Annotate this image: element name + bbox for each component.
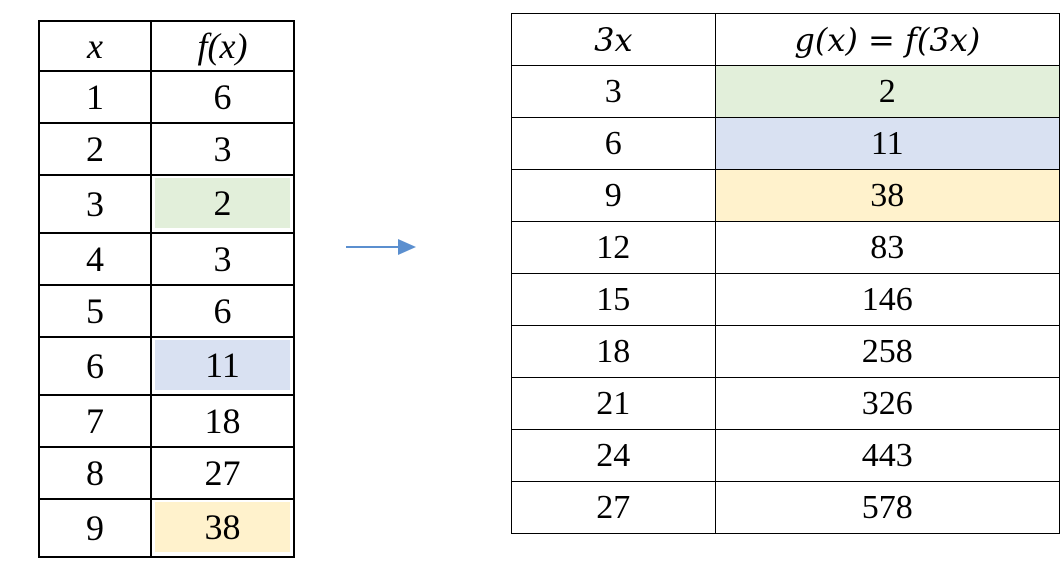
right-cell-3x: 6: [511, 117, 716, 170]
right-cell-gx: 83: [714, 221, 1060, 274]
right-header-gx: g(x) = f(3x): [714, 13, 1060, 66]
left-cell-fx: 11: [150, 336, 295, 396]
right-cell-3x: 18: [511, 325, 716, 378]
left-table-row: 6 11: [38, 336, 295, 396]
right-cell-3x: 27: [511, 481, 716, 534]
right-cell-3x: 15: [511, 273, 716, 326]
right-table-row: 21 326: [511, 377, 1060, 430]
left-cell-x: 5: [38, 284, 152, 338]
right-cell-3x: 12: [511, 221, 716, 274]
left-cell-fx: 2: [150, 174, 295, 234]
left-cell-x: 9: [38, 498, 152, 558]
right-cell-gx: 443: [714, 429, 1060, 482]
right-table-row: 27 578: [511, 481, 1060, 534]
right-cell-gx: 38: [714, 169, 1060, 222]
left-table-row: 2 3: [38, 122, 295, 176]
right-table-row: 18 258: [511, 325, 1060, 378]
right-cell-gx: 2: [714, 65, 1060, 118]
right-cell-gx: 258: [714, 325, 1060, 378]
left-cell-x: 7: [38, 394, 152, 448]
right-table-row: 3 2: [511, 65, 1060, 118]
left-cell-fx: 3: [150, 122, 295, 176]
left-table-row: 9 38: [38, 498, 295, 558]
right-table-row: 9 38: [511, 169, 1060, 222]
left-table-row: 5 6: [38, 284, 295, 338]
right-table-row: 24 443: [511, 429, 1060, 482]
left-cell-fx: 18: [150, 394, 295, 448]
right-table-gx: 3x g(x) = f(3x) 3 2 6 11 9 38 12 83 15 1…: [511, 13, 1060, 534]
left-table-row: 1 6: [38, 70, 295, 124]
left-cell-x: 3: [38, 174, 152, 234]
left-cell-fx: 6: [150, 70, 295, 124]
left-cell-x: 8: [38, 446, 152, 500]
right-cell-3x: 3: [511, 65, 716, 118]
left-table-header-row: x f(x): [38, 20, 295, 72]
right-cell-3x: 24: [511, 429, 716, 482]
right-cell-3x: 21: [511, 377, 716, 430]
left-cell-fx: 6: [150, 284, 295, 338]
left-table-row: 8 27: [38, 446, 295, 500]
left-cell-x: 1: [38, 70, 152, 124]
left-cell-fx: 38: [150, 498, 295, 558]
left-cell-x: 2: [38, 122, 152, 176]
right-header-3x: 3x: [511, 13, 716, 66]
right-table-row: 15 146: [511, 273, 1060, 326]
left-header-x: x: [38, 20, 152, 72]
right-cell-gx: 578: [714, 481, 1060, 534]
left-table-row: 7 18: [38, 394, 295, 448]
right-cell-3x: 9: [511, 169, 716, 222]
left-table-row: 4 3: [38, 232, 295, 286]
left-table-row: 3 2: [38, 174, 295, 234]
right-cell-gx: 11: [714, 117, 1060, 170]
left-cell-fx: 3: [150, 232, 295, 286]
left-header-fx: f(x): [150, 20, 295, 72]
right-arrow-icon: [346, 239, 416, 255]
right-cell-gx: 146: [714, 273, 1060, 326]
right-table-row: 6 11: [511, 117, 1060, 170]
left-cell-x: 4: [38, 232, 152, 286]
left-cell-x: 6: [38, 336, 152, 396]
right-table-row: 12 83: [511, 221, 1060, 274]
right-table-header-row: 3x g(x) = f(3x): [511, 13, 1060, 66]
left-cell-fx: 27: [150, 446, 295, 500]
left-table-fx: x f(x) 1 6 2 3 3 2 4 3 5 6 6 11 7 18: [38, 20, 295, 558]
right-cell-gx: 326: [714, 377, 1060, 430]
